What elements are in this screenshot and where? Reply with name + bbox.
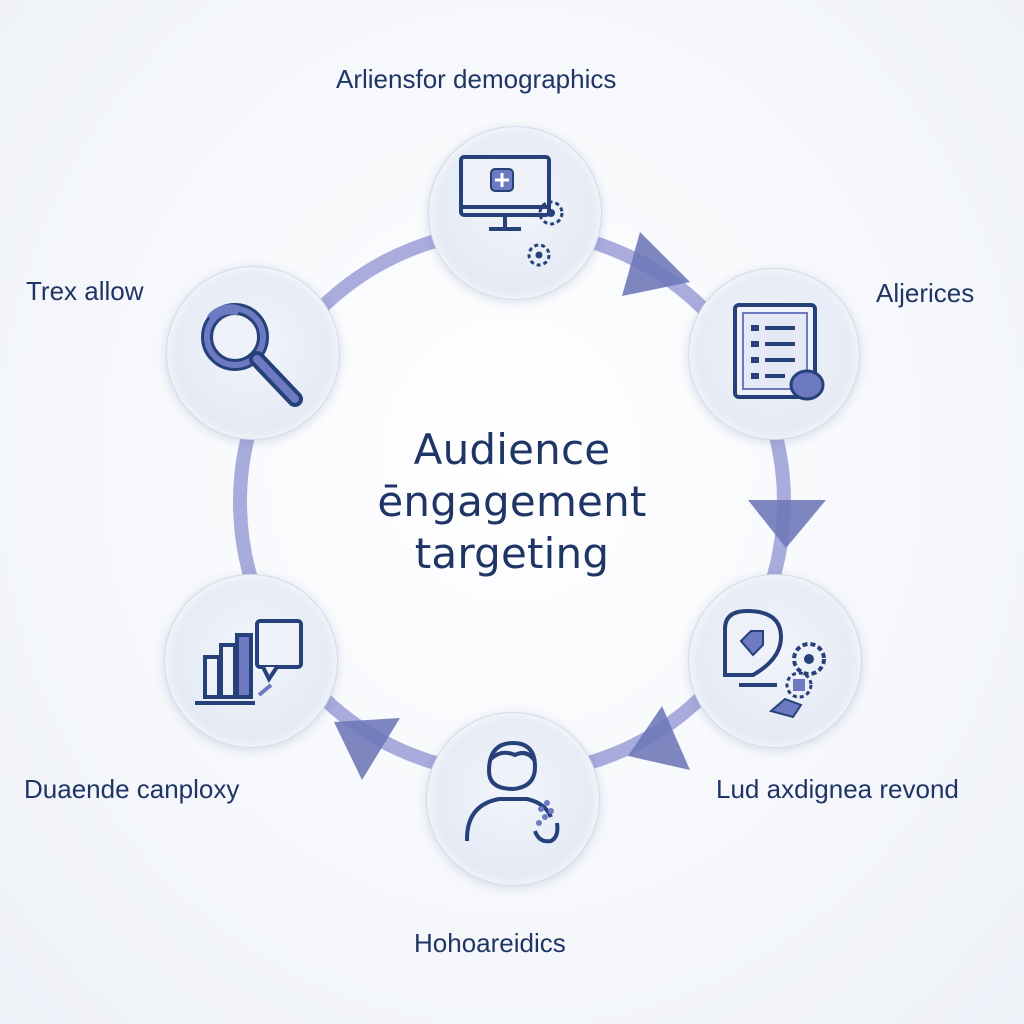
step-label-aljerices: Aljerices [876,278,975,308]
step-node-trex-allow [166,266,340,440]
bar-chart-chat-icon [195,619,303,705]
step-label-trex-allow: Trex allow [26,276,144,306]
magnifier-icon [201,303,303,407]
step-label-canploxy: Duaende canploxy [24,774,240,804]
step-node-demographics [428,126,602,300]
location-pin-gears-icon [723,608,826,719]
arrowhead-right [748,500,826,548]
step-node-canploxy [164,574,338,748]
center-title-line-2: ēngagement [377,477,647,526]
arrowhead-top-right [622,232,690,296]
step-label-demographics: Arliensfor demographics [336,64,617,94]
center-title-line-1: Audience [413,425,611,474]
monitor-gears-icon [459,155,564,267]
step-node-hohoareidics [426,712,600,886]
step-label-hohoareidics: Hohoareidics [414,928,566,958]
arrowhead-bottom-right [628,706,690,770]
center-title-line-3: targeting [414,529,610,578]
center-title: Audience ēngagement targeting [352,424,672,580]
person-hand-icon [465,740,560,844]
step-node-aljerices [688,268,860,440]
checklist-document-icon [733,303,825,401]
arrowhead-bottom-left [334,718,400,780]
step-node-revond [688,574,862,748]
step-label-revond: Lud axdignea revond [716,774,959,804]
